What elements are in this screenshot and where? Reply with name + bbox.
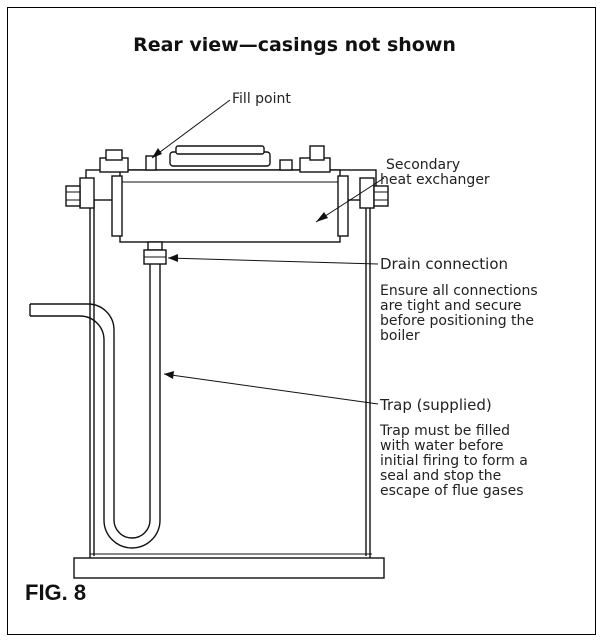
figure-caption: FIG. 8 [25, 580, 87, 605]
drain-note-line2: are tight and secure [380, 298, 522, 314]
drain-note-line3: before positioning the [380, 313, 535, 329]
trap-note-line4: seal and stop the [380, 468, 502, 484]
trap-note-line5: escape of flue gases [380, 483, 524, 499]
drain-leader [167, 257, 379, 265]
fill-point [145, 155, 157, 171]
secondary-heat-exchanger [119, 169, 341, 243]
fill-point-leader [151, 99, 231, 159]
secondary-hx-label-line2: heat exchanger [380, 172, 490, 188]
drain-note-line4: boiler [380, 328, 420, 344]
trap-label: Trap (supplied) [380, 396, 492, 414]
base-plinth [73, 557, 385, 579]
trap-note-line2: with water before [380, 438, 504, 454]
trap-note-line1: Trap must be filled [380, 423, 510, 439]
trap [30, 264, 151, 539]
secondary-hx-label-line1: Secondary [386, 157, 461, 173]
drain-connection-label: Drain connection [380, 255, 508, 273]
figure-title: Rear view—casings not shown [133, 34, 456, 56]
trap-note-line3: initial firing to form a [380, 453, 528, 469]
fill-point-label: Fill point [232, 91, 291, 107]
drain-note-line1: Ensure all connections [380, 283, 538, 299]
secondary-hx-leader [315, 177, 385, 223]
trap-leader [163, 373, 379, 405]
